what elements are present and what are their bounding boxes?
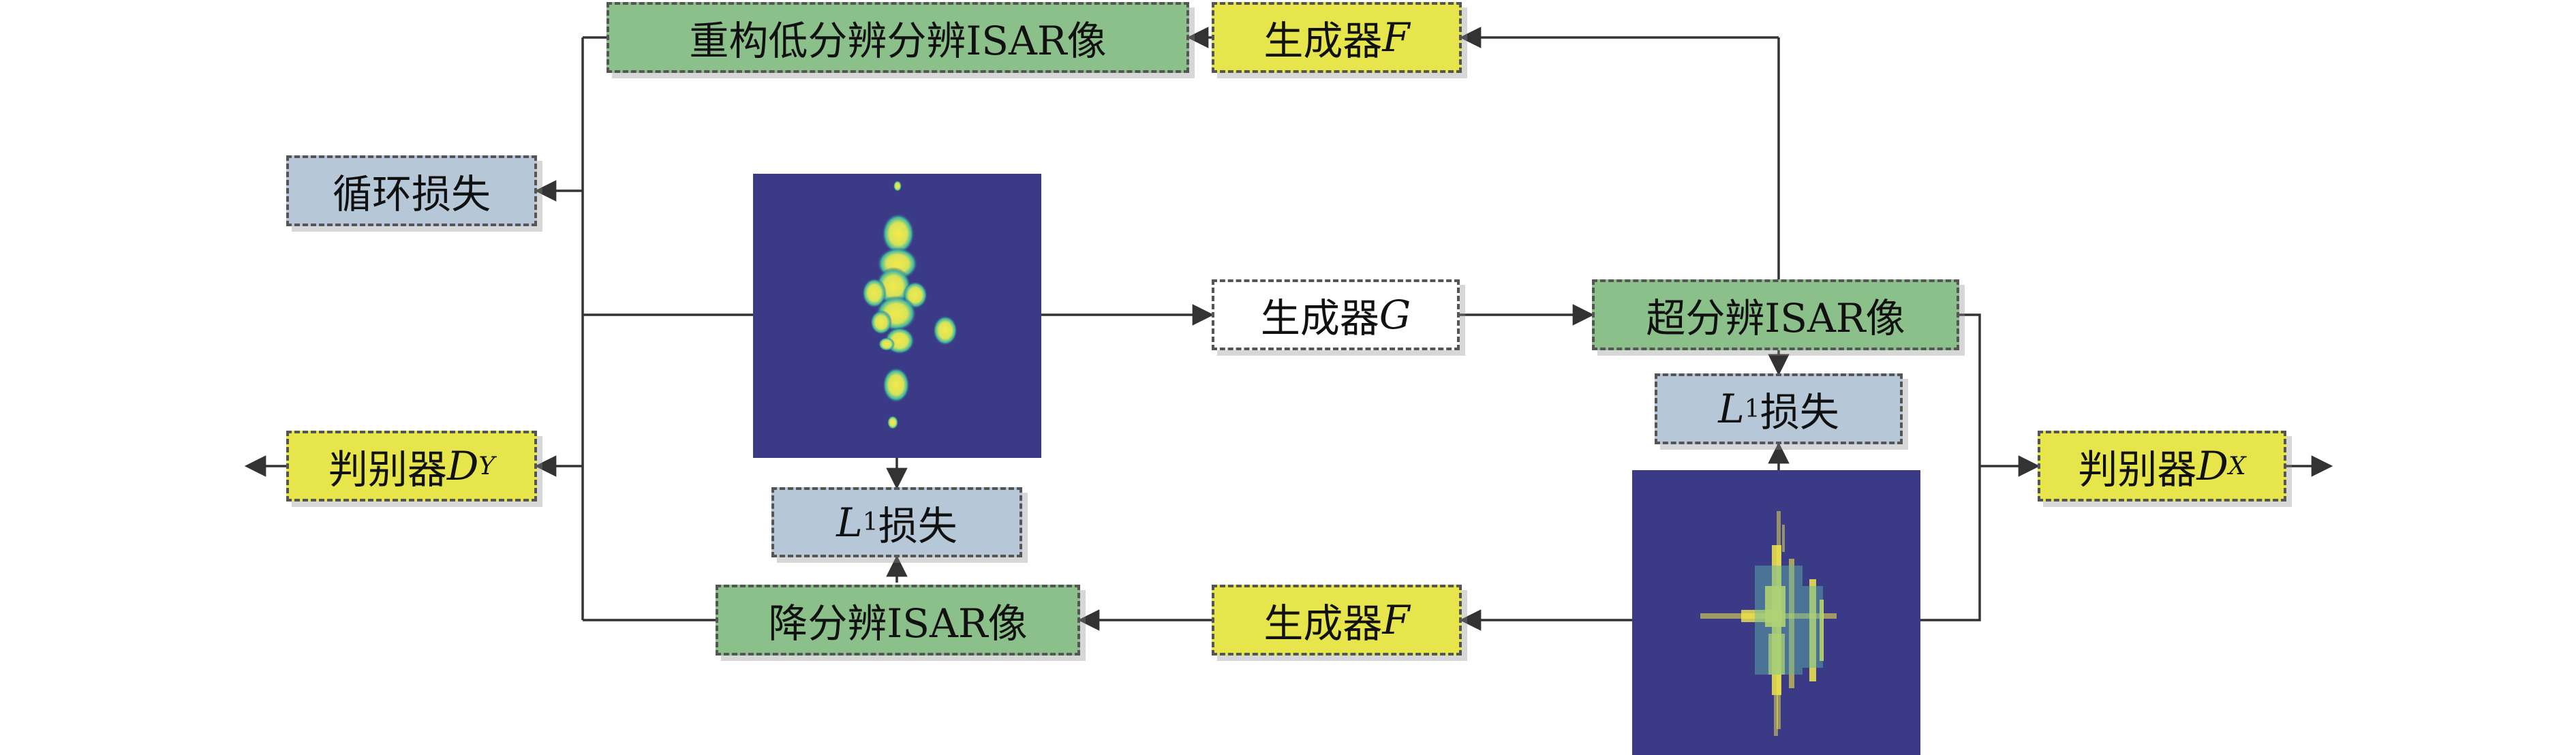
- degraded-isar-label: 降分辨ISAR像: [768, 600, 1028, 647]
- generator-f-top-box: 生成器 F: [1212, 2, 1462, 73]
- generator-g-var: G: [1379, 292, 1411, 338]
- l1-loss-left-var: L: [836, 499, 863, 546]
- discriminator-y-var: D: [446, 443, 479, 489]
- discriminator-x-label: 判别器: [2078, 446, 2197, 493]
- generator-f-top-var: F: [1382, 14, 1410, 61]
- generator-g-box: 生成器 G: [1212, 279, 1460, 350]
- cycle-loss-box: 循环损失: [286, 155, 537, 226]
- low-res-target-image: [862, 181, 957, 429]
- generator-g-label: 生成器: [1260, 295, 1379, 341]
- generator-f-bottom-box: 生成器 F: [1212, 585, 1462, 656]
- l1-loss-right-sub: 1: [1744, 395, 1760, 423]
- discriminator-y-label: 判别器: [328, 446, 447, 493]
- l1-loss-left-label: 损失: [878, 502, 957, 549]
- reconstructed-lr-isar-label: 重构低分辨分辨ISAR像: [689, 18, 1107, 64]
- generator-f-top-label: 生成器: [1263, 18, 1383, 64]
- high-res-target-image: [1700, 511, 1837, 736]
- reconstructed-lr-isar-box: 重构低分辨分辨ISAR像: [607, 2, 1189, 73]
- generator-f-bottom-label: 生成器: [1263, 600, 1383, 647]
- generator-f-bottom-var: F: [1382, 597, 1410, 643]
- discriminator-y-sub: Y: [478, 452, 495, 480]
- l1-loss-right-label: 损失: [1760, 389, 1839, 435]
- l1-loss-right-var: L: [1718, 386, 1745, 432]
- super-res-isar-label: 超分辨ISAR像: [1646, 295, 1905, 341]
- super-res-isar-box: 超分辨ISAR像: [1592, 279, 1959, 350]
- discriminator-x-sub: X: [2228, 452, 2246, 480]
- right-isar-image: [1632, 470, 1920, 755]
- degraded-isar-box: 降分辨ISAR像: [716, 585, 1080, 656]
- cycle-loss-label: 循环损失: [332, 171, 491, 217]
- discriminator-x-var: D: [2196, 443, 2228, 489]
- right-spine-line: [1920, 313, 1981, 621]
- left-isar-image: [753, 174, 1041, 458]
- l1-loss-left-sub: 1: [862, 508, 878, 536]
